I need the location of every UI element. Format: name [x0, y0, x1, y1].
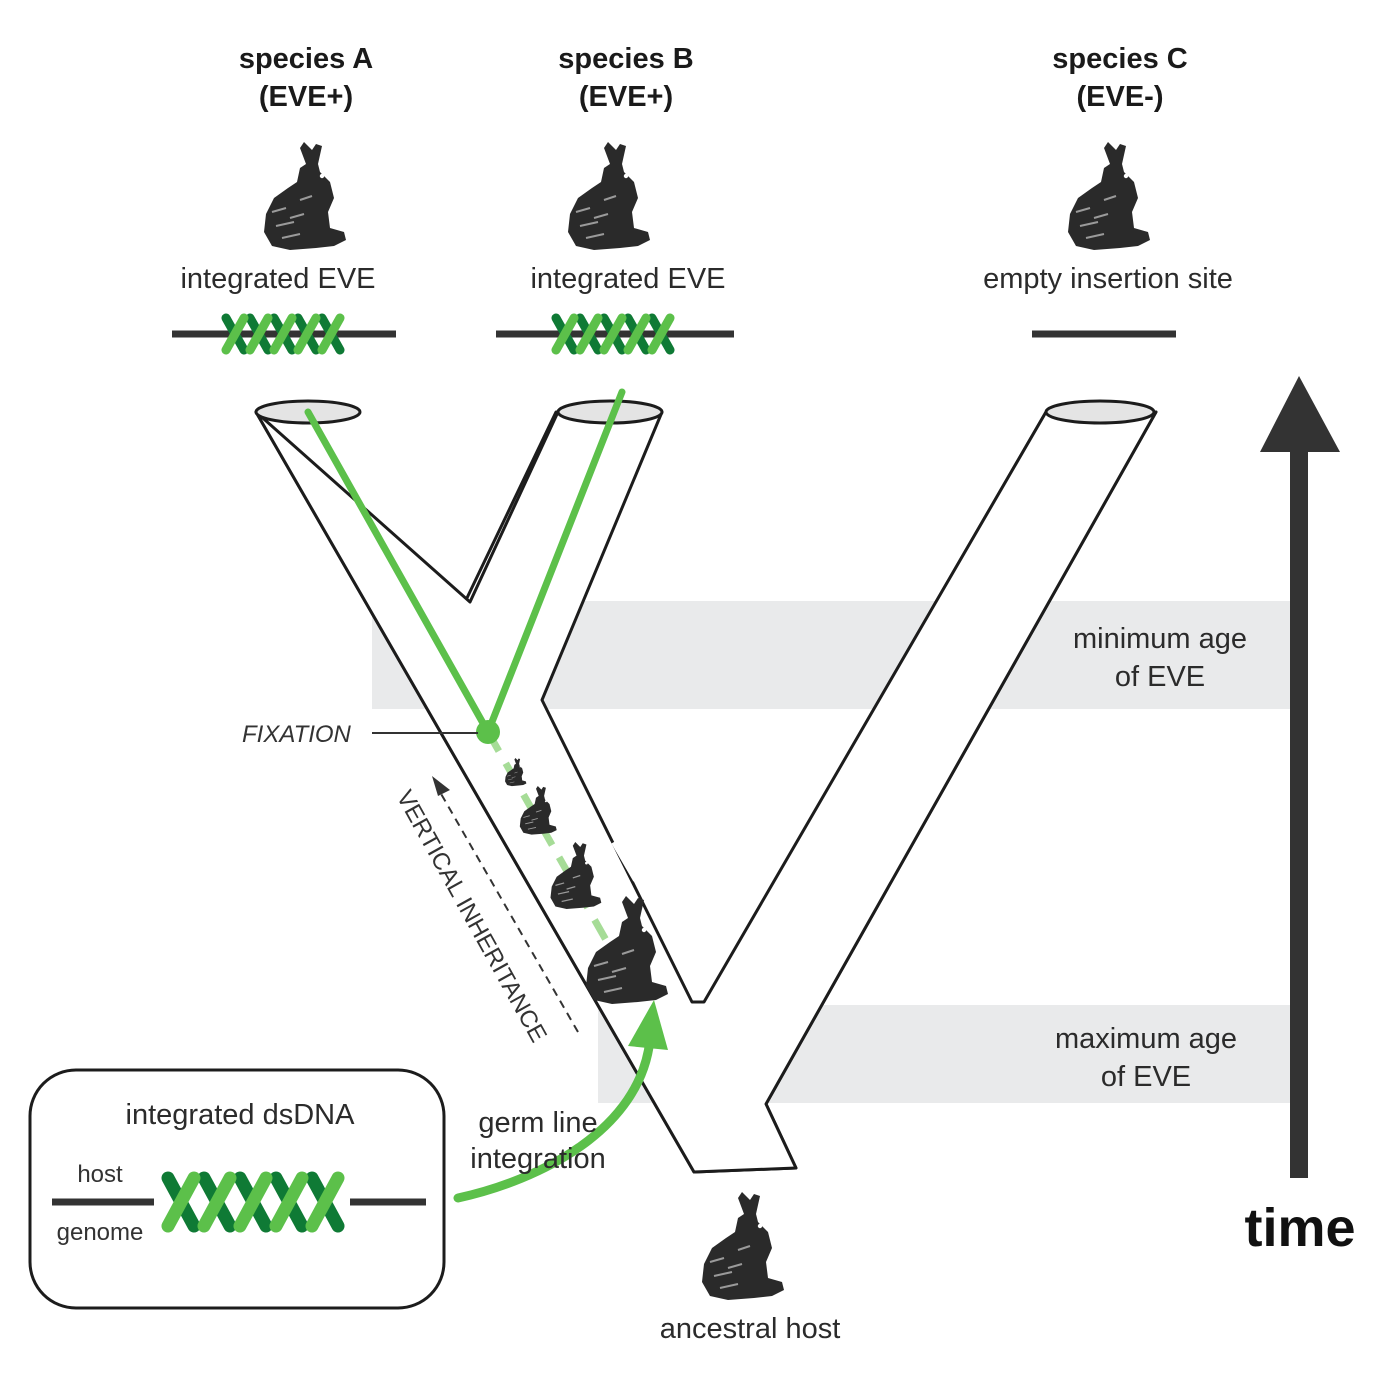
germ-line-label-line1: germ line: [478, 1107, 597, 1139]
rabbit-icon: [567, 141, 651, 251]
inset-title: integrated dsDNA: [126, 1099, 356, 1131]
ancestral-host-label: ancestral host: [660, 1313, 841, 1345]
tube-break: [611, 840, 639, 882]
time-arrow-icon: [1260, 376, 1340, 1178]
germ-line-label-line2: integration: [470, 1143, 605, 1175]
rabbit-icon: [263, 141, 347, 251]
maximum-age-label-line2: of EVE: [1101, 1061, 1191, 1093]
tube-top-c: [1044, 399, 1156, 425]
minimum-age-label-line2: of EVE: [1115, 661, 1205, 693]
species-b-site-label: integrated EVE: [530, 263, 725, 295]
vertical-inheritance-arrow: [432, 776, 579, 1033]
species-a-status: (EVE+): [259, 81, 353, 113]
dna-helix-icon: [161, 1171, 345, 1233]
fixation-label: FIXATION: [242, 721, 352, 748]
species-c-site-label: empty insertion site: [983, 263, 1233, 295]
species-c-name: species C: [1052, 43, 1187, 75]
species-b-status: (EVE+): [579, 81, 673, 113]
integrated-dsdna-inset: integrated dsDNA host genome: [28, 1068, 446, 1310]
fixation-point: [476, 720, 500, 744]
maximum-age-label-line1: maximum age: [1055, 1023, 1237, 1055]
rabbit-icon: [701, 1191, 785, 1301]
species-b-genome: [496, 313, 734, 355]
species-a-site-label: integrated EVE: [180, 263, 375, 295]
germ-line-arrow: [453, 1035, 655, 1203]
inset-host-label: host: [77, 1161, 123, 1188]
minimum-age-label-line1: minimum age: [1073, 623, 1247, 655]
species-a-genome: [172, 313, 396, 355]
dna-helix-icon: [221, 313, 345, 355]
inset-genome-label: genome: [57, 1219, 144, 1246]
species-b-name: species B: [558, 43, 693, 75]
rabbit-icon: [1067, 141, 1151, 251]
species-c-status: (EVE-): [1077, 81, 1164, 113]
time-label: time: [1244, 1198, 1355, 1258]
dna-helix-icon: [551, 313, 675, 355]
germ-line-arrowhead: [628, 1000, 668, 1050]
species-a-name: species A: [239, 43, 373, 75]
